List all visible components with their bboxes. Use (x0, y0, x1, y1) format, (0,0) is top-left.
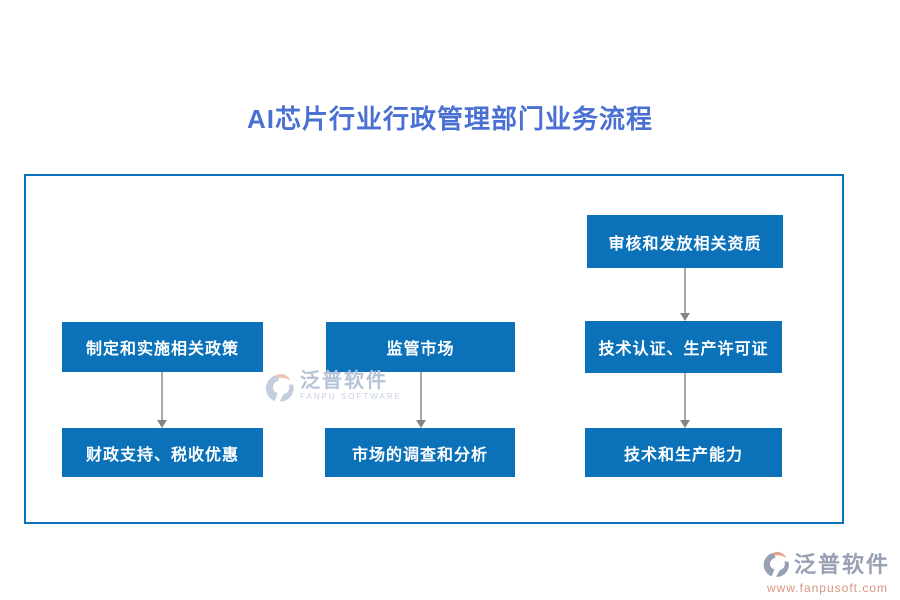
flow-node-fiscal-support: 财政支持、税收优惠 (62, 428, 263, 477)
arrow-certification-to-capability (680, 373, 690, 428)
brand-name[interactable]: 泛普软件 (793, 552, 890, 577)
flow-node-review-qualifications: 审核和发放相关资质 (587, 215, 783, 268)
flow-node-market-supervision: 监管市场 (326, 322, 515, 372)
brand-url[interactable]: www.fanpusoft.com (766, 581, 888, 595)
arrow-review-to-certification (680, 268, 690, 321)
fanpu-logo-icon (763, 551, 789, 577)
site-logo[interactable]: 泛普软件 www.fanpusoft.com (761, 550, 890, 595)
arrow-policy-to-fiscal (157, 372, 167, 428)
diagram-frame (24, 174, 844, 524)
arrow-supervision-to-research (416, 372, 426, 428)
flow-node-certification-license: 技术认证、生产许可证 (585, 321, 782, 373)
flow-node-tech-capability: 技术和生产能力 (585, 428, 782, 477)
page-title: AI芯片行业行政管理部门业务流程 (246, 104, 653, 134)
flow-node-policy-making: 制定和实施相关政策 (62, 322, 263, 372)
flow-node-market-research: 市场的调查和分析 (325, 428, 515, 477)
brand-row[interactable]: 泛普软件 (761, 550, 890, 580)
